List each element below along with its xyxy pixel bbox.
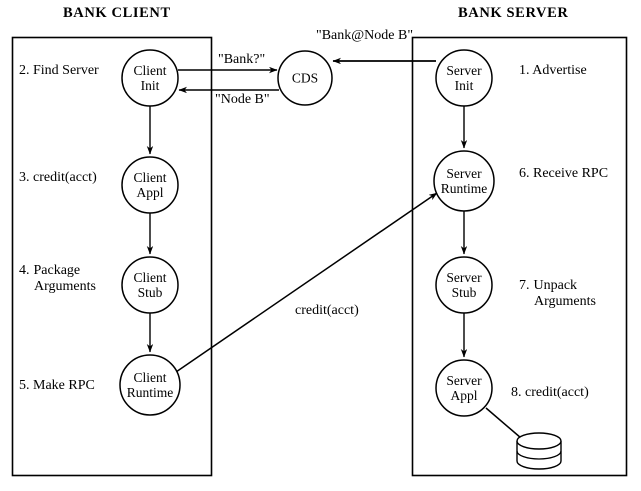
node-label-line2: Appl [450,388,478,403]
node-label-line1: Server [446,270,482,285]
node-label-line2: Stub [137,285,163,300]
step-number: 1. [519,63,530,78]
node-label-line2: Stub [451,285,477,300]
step-text: Receive RPC [533,166,609,181]
server-panel-box [411,36,628,477]
node-server-stub[interactable] [435,256,493,314]
node-label-server-runtime: Server Runtime [441,166,488,196]
node-server-init[interactable] [435,49,493,107]
node-label-line2: Runtime [440,181,488,196]
node-label-client-appl: Client Appl [134,170,167,200]
node-label-line1: Server [446,166,482,181]
message-advertise: "Bank@Node B" [316,28,414,43]
message-rpc-call: credit(acct) [295,303,359,318]
node-label-cds: CDS [292,71,318,86]
step-text: Advertise [532,63,587,78]
step-5-make-rpc: 5. Make RPC [19,378,95,394]
step-1-advertise: 1. Advertise [519,63,587,79]
node-cds[interactable] [277,50,333,106]
step-number: 5. [19,378,30,393]
step-2-find-server: 2. Find Server [19,63,99,79]
step-6-receive-rpc: 6. Receive RPC [519,166,608,182]
node-label-client-stub: Client Stub [134,270,167,300]
client-panel-title: BANK CLIENT [63,5,171,21]
node-label-line2: Init [454,78,474,93]
step-number: 3. [19,170,30,185]
step-7-unpack-arguments: 7.Unpack Arguments [519,278,596,310]
step-number: 7. [519,278,530,293]
node-label-line1: Client [133,63,167,78]
client-panel-box [11,36,213,477]
step-text: Find Server [33,63,99,78]
node-label-line1: Server [446,373,482,388]
node-label-line2: Runtime [126,385,174,400]
node-label-line2: Appl [136,185,164,200]
node-label-client-runtime: Client Runtime [127,370,174,400]
server-panel-title: BANK SERVER [458,5,569,21]
step-number: 2. [19,63,30,78]
node-label-line1: Client [133,370,167,385]
node-label-line2: Init [140,78,160,93]
node-client-init[interactable] [121,49,179,107]
node-server-appl[interactable] [435,359,493,417]
step-text: Package [33,263,81,278]
step-text: credit(acct) [525,385,589,400]
step-text: Make RPC [33,378,95,393]
database-cylinder[interactable] [516,432,562,470]
node-label-server-init: Server Init [446,63,481,93]
node-label-client-init: Client Init [134,63,167,93]
step-number: 4. [19,263,30,278]
node-label-line1: Server [446,63,482,78]
step-8-credit-acct: 8. credit(acct) [511,385,589,401]
line-appl-to-database [485,407,522,439]
message-bank-query: "Bank?" [218,52,266,67]
node-label-line1: Client [133,170,167,185]
node-server-runtime[interactable] [433,150,495,212]
node-label-server-stub: Server Stub [446,270,481,300]
step-number: 6. [519,166,530,181]
node-label-line1: CDS [291,70,319,86]
node-client-stub[interactable] [121,256,179,314]
arrow-rpc-call [175,192,438,373]
step-text: Unpack [533,278,578,293]
node-label-line1: Client [133,270,167,285]
step-4-package-arguments: 4.Package Arguments [19,263,96,295]
step-number: 8. [511,385,522,400]
step-3-credit-acct: 3. credit(acct) [19,170,97,186]
step-text: credit(acct) [33,170,97,185]
message-node-reply: "Node B" [215,92,270,107]
node-label-server-appl: Server Appl [446,373,481,403]
step-text-line2: Arguments [34,279,96,294]
node-client-runtime[interactable] [119,354,181,416]
node-client-appl[interactable] [121,156,179,214]
step-text-line2: Arguments [534,294,596,309]
